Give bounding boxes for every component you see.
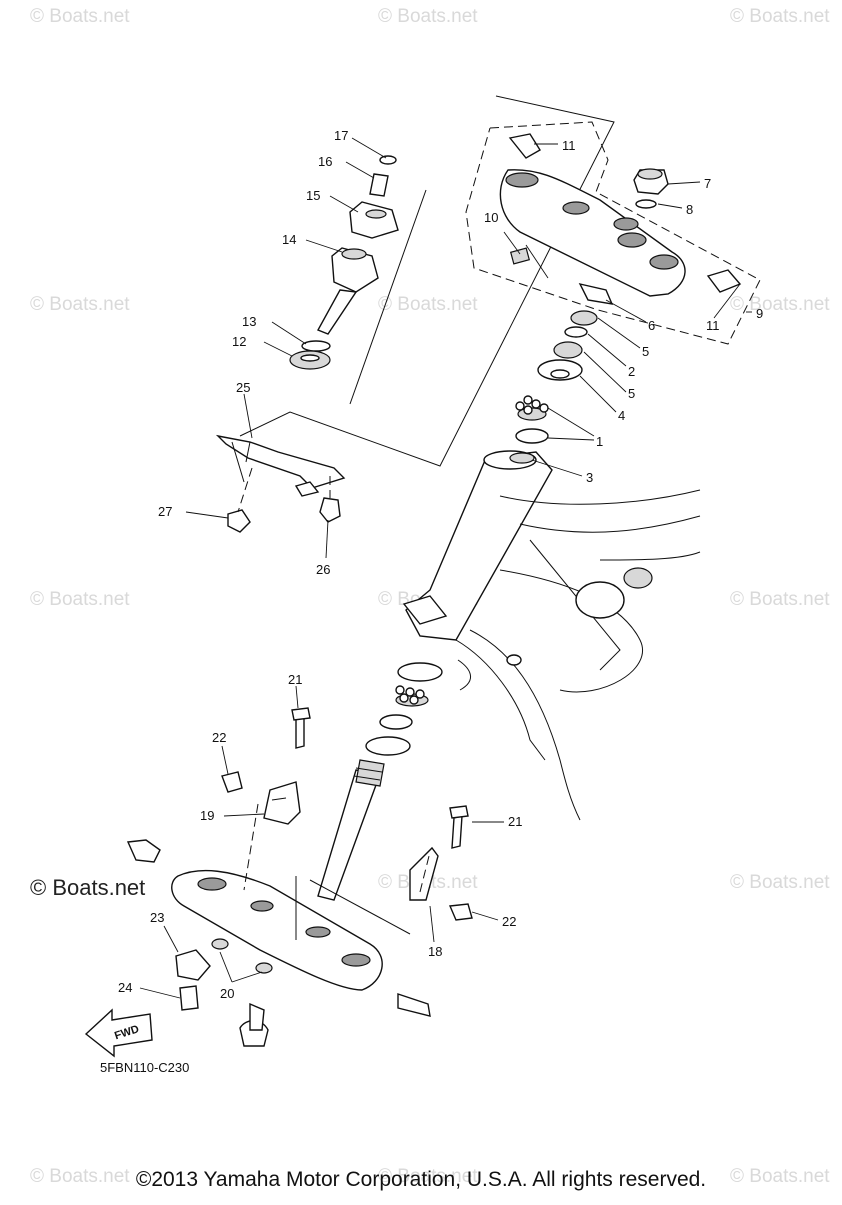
watermark: © Boats.net — [730, 1166, 830, 1187]
lower-bearing-parts — [365, 662, 443, 756]
watermark: © Boats.net — [730, 294, 830, 315]
callout-13: 13 — [242, 314, 256, 329]
watermark: © Boats.net — [30, 589, 130, 610]
upper-outline — [239, 95, 615, 467]
watermark: © Boats.net — [378, 6, 478, 27]
watermark: © Boats.net — [30, 6, 130, 27]
callout-labels: 11 7 8 10 11 9 6 5 2 5 4 1 3 17 16 15 14… — [118, 128, 763, 1001]
callout-11: 11 — [706, 318, 720, 333]
leader-lines — [139, 137, 752, 999]
callout-5: 5 — [642, 344, 649, 359]
callout-24: 24 — [118, 980, 132, 995]
callout-23: 23 — [150, 910, 164, 925]
watermark: © Boats.net — [730, 872, 830, 893]
callout-2: 2 — [628, 364, 635, 379]
callout-1: 1 — [596, 434, 603, 449]
callout-25: 25 — [236, 380, 250, 395]
callout-15: 15 — [306, 188, 320, 203]
steering-stem-stack — [509, 282, 614, 464]
callout-26: 26 — [316, 562, 330, 577]
callout-6: 6 — [648, 318, 655, 333]
watermark-prominent: © Boats.net — [30, 875, 145, 900]
watermark: © Boats.net — [378, 1166, 478, 1187]
callout-9: 9 — [756, 306, 763, 321]
watermark: © Boats.net — [730, 589, 830, 610]
frame — [402, 450, 701, 821]
callout-4: 4 — [618, 408, 625, 423]
callout-18: 18 — [428, 944, 442, 959]
callout-16: 16 — [318, 154, 332, 169]
fwd-arrow: FWD — [84, 1008, 153, 1058]
cable-bracket — [215, 434, 346, 533]
callout-8: 8 — [686, 202, 693, 217]
callout-11: 11 — [562, 138, 576, 153]
callout-5: 5 — [628, 386, 635, 401]
steering-stem — [317, 759, 385, 901]
callout-14: 14 — [282, 232, 296, 247]
callout-7: 7 — [704, 176, 711, 191]
copyright-footer: ©2013 Yamaha Motor Corporation, U.S.A. A… — [135, 1168, 707, 1191]
watermark: © Boats.net — [378, 294, 478, 315]
diagram-code: 5FBN110-C230 — [100, 1060, 189, 1075]
callout-3: 3 — [586, 470, 593, 485]
under-bracket — [126, 839, 431, 1047]
watermark: © Boats.net — [30, 294, 130, 315]
callout-20: 20 — [220, 986, 234, 1001]
callout-19: 19 — [200, 808, 214, 823]
handlebar-outline — [349, 189, 427, 405]
watermark: © Boats.net — [30, 1166, 130, 1187]
callout-10: 10 — [484, 210, 498, 225]
callout-21: 21 — [288, 672, 302, 687]
watermark: © Boats.net — [730, 6, 830, 27]
hose-brackets — [221, 707, 473, 921]
upper-bracket — [499, 133, 742, 297]
callout-22: 22 — [502, 914, 516, 929]
callout-21: 21 — [508, 814, 522, 829]
callout-12: 12 — [232, 334, 246, 349]
cap-nut — [633, 168, 669, 209]
upper-bracket-dashed-box — [465, 121, 761, 345]
callout-22: 22 — [212, 730, 226, 745]
handlebar-holder — [289, 155, 399, 370]
callout-27: 27 — [158, 504, 172, 519]
callout-17: 17 — [334, 128, 348, 143]
